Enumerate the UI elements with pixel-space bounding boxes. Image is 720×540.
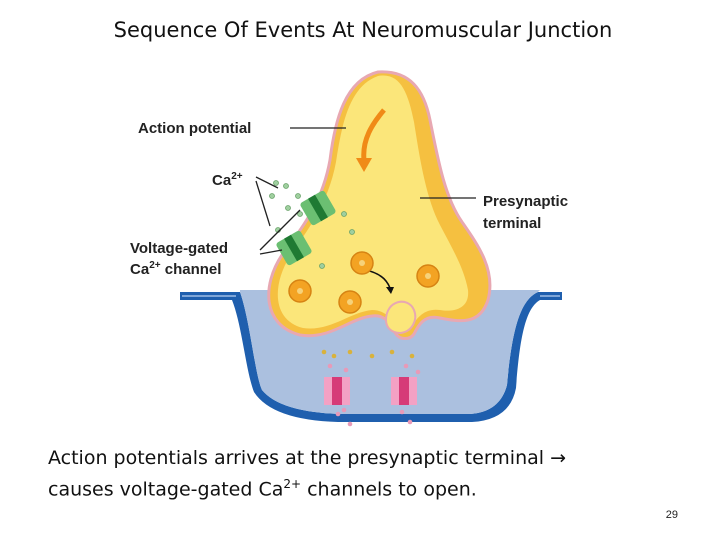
label-voltage-gated-line1: Voltage-gated [130, 240, 228, 257]
label-presynaptic-line2: terminal [483, 215, 541, 232]
acetylcholine-receptor-left [324, 377, 350, 405]
slide-title: Sequence Of Events At Neuromuscular Junc… [113, 18, 613, 42]
synaptic-vesicles [288, 251, 440, 314]
label-action-potential: Action potential [138, 120, 251, 137]
caption-arrow-icon: → [550, 447, 567, 469]
voltage-gated-ca-channel-top [300, 190, 336, 226]
label-presynaptic-line1: Presynaptic [483, 193, 568, 210]
caption-line2: causes voltage-gated Ca [48, 478, 284, 501]
label-leader-lines [255, 127, 476, 255]
label-ca: Ca2+ [212, 171, 243, 189]
acetylcholine-receptor-right [391, 377, 417, 405]
caption-line2-rest: channels to open. [301, 478, 477, 501]
calcium-ions [269, 180, 355, 269]
caption: Action potentials arrives at the presyna… [48, 445, 688, 502]
caption-superscript: 2+ [283, 477, 302, 491]
voltage-gated-ca-channel-bottom [276, 230, 312, 266]
caption-line1: Action potentials arrives at the presyna… [48, 447, 545, 469]
label-voltage-gated-line2: Ca2+ channel [130, 260, 221, 278]
neurotransmitter-dots [321, 349, 421, 427]
page-number: 29 [665, 509, 678, 521]
